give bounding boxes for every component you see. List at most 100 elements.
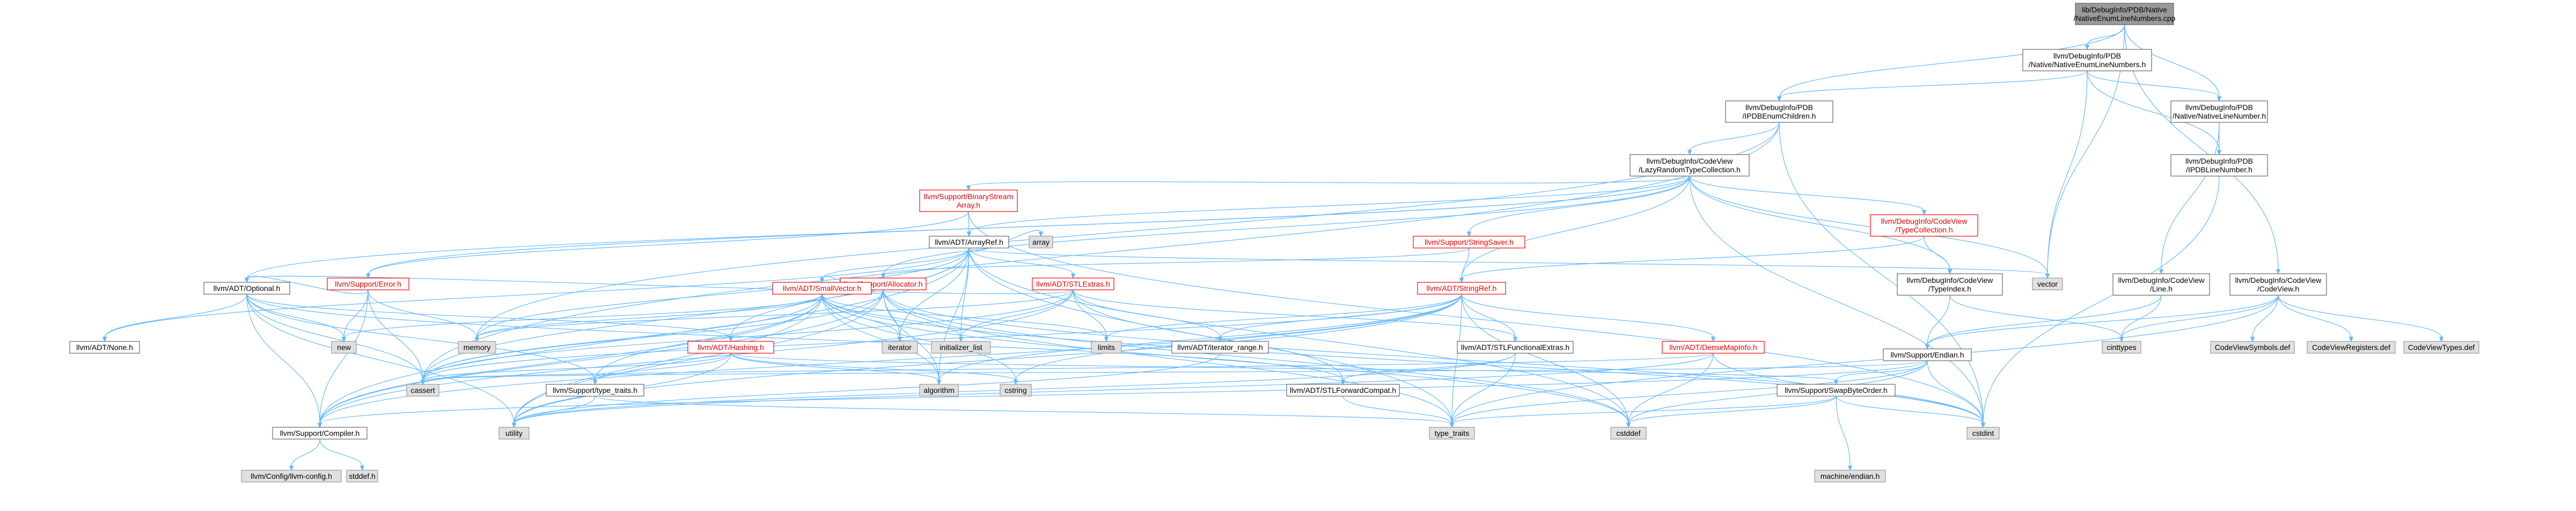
node-nelnh[interactable]: llvm/DebugInfo/PDB/Native/NativeEnumLine… xyxy=(2022,49,2152,71)
edge-lrtc-arrayref xyxy=(968,176,1690,233)
edge-arrow xyxy=(1449,422,1455,428)
edge-arrayref-smallvector xyxy=(821,247,970,279)
edge-stlfunc-stlforward xyxy=(1342,353,1516,381)
edge-smallvector-cstdint xyxy=(821,294,1984,424)
edge-endian-swapbyte xyxy=(1836,360,1928,381)
node-compiler[interactable]: llvm/Support/Compiler.h xyxy=(272,427,368,440)
node-typecoll[interactable]: llvm/DebugInfo/CodeView/TypeCollection.h xyxy=(1870,214,1978,237)
node-box xyxy=(1662,341,1765,354)
node-box xyxy=(1966,427,2000,440)
node-cvsym: CodeViewSymbols.def xyxy=(2210,341,2295,354)
node-error[interactable]: llvm/Support/Error.h xyxy=(327,278,409,290)
node-label: llvm/ADT/iterator_range.h xyxy=(1177,343,1263,352)
node-box xyxy=(1417,282,1506,295)
node-none[interactable]: llvm/ADT/None.h xyxy=(69,341,140,354)
edge-arrayref-vector xyxy=(968,247,2048,275)
node-densemapinfo[interactable]: llvm/ADT/DenseMapInfo.h xyxy=(1662,341,1765,354)
edge-arrow xyxy=(1038,231,1044,237)
node-box xyxy=(406,384,439,397)
node-lrtc[interactable]: llvm/DebugInfo/CodeView/LazyRandomTypeCo… xyxy=(1630,154,1750,177)
node-llvmconfig: llvm/Config/llvm-config.h xyxy=(241,470,342,483)
edge-arrow xyxy=(2439,337,2444,342)
node-iechild[interactable]: llvm/DebugInfo/PDB/IPDBEnumChildren.h xyxy=(1725,100,1833,123)
edge-arrow xyxy=(420,379,425,385)
node-box xyxy=(1029,236,1053,249)
edge-arrow xyxy=(1104,337,1109,342)
node-cvlineh[interactable]: llvm/DebugInfo/CodeView/Line.h xyxy=(2112,273,2210,296)
node-label: /Native/NativeLineNumber.h xyxy=(2173,112,2266,120)
node-stringsaver[interactable]: llvm/Support/StringSaver.h xyxy=(1413,236,1525,249)
edge-arrow xyxy=(819,278,825,283)
edge-swapbyte-cstdint xyxy=(1836,396,1984,424)
edge-smallvector-compiler xyxy=(319,294,823,424)
edge-stringref-iterrange xyxy=(1220,294,1462,338)
edge-arrow xyxy=(880,273,886,279)
edge-stringref-cstddef xyxy=(1461,294,1629,424)
node-box xyxy=(1897,273,2003,296)
node-box xyxy=(272,427,368,440)
edge-arrow xyxy=(2045,273,2050,279)
node-stringref[interactable]: llvm/ADT/StringRef.h xyxy=(1417,282,1506,295)
edge-iechild-memory xyxy=(476,122,1780,338)
edge-arrow xyxy=(1340,379,1346,385)
node-box xyxy=(931,341,991,354)
node-stlforward[interactable]: llvm/ADT/STLForwardCompat.h xyxy=(1286,384,1400,397)
edge-error-compiler xyxy=(319,289,369,424)
node-smallvector[interactable]: llvm/ADT/SmallVector.h xyxy=(772,282,872,295)
edge-error-cassert xyxy=(368,289,423,381)
edge-root-nlnh xyxy=(2124,24,2220,98)
node-endian[interactable]: llvm/Support/Endian.h xyxy=(1883,348,1972,361)
node-hashing[interactable]: llvm/ADT/Hashing.h xyxy=(687,341,774,354)
node-label: llvm/Support/Endian.h xyxy=(1891,351,1964,359)
node-stlfunc[interactable]: llvm/ADT/STLFunctionalExtras.h xyxy=(1457,341,1574,354)
edge-typecoll-stringref xyxy=(1461,236,1925,279)
node-ilnh[interactable]: llvm/DebugInfo/PDB/IPDBLineNumber.h xyxy=(2170,154,2268,177)
node-limits: limits xyxy=(1091,341,1122,354)
edge-stringref-compiler xyxy=(319,294,1462,424)
edge-stlextras-memory xyxy=(476,289,1074,338)
node-iterrange[interactable]: llvm/ADT/iterator_range.h xyxy=(1171,341,1269,354)
node-box xyxy=(2022,49,2152,71)
node-arrayref[interactable]: llvm/ADT/ArrayRef.h xyxy=(929,236,1009,249)
node-typetraits_llvm[interactable]: llvm/Support/type_traits.h xyxy=(546,384,644,397)
node-label: llvm/Config/llvm-config.h xyxy=(251,472,332,480)
node-box xyxy=(2170,100,2268,123)
node-codeviewh[interactable]: llvm/DebugInfo/CodeView/CodeView.h xyxy=(2229,273,2327,296)
edge-codeviewh-cvtypes xyxy=(2278,295,2442,338)
edge-error-new xyxy=(343,289,369,338)
node-vector: vector xyxy=(2032,278,2063,290)
node-box xyxy=(2307,341,2396,354)
edge-codeviewh-type_traits xyxy=(1451,295,2279,424)
edge-arrow xyxy=(936,379,942,385)
edge-densemapinfo-cassert xyxy=(422,353,1714,381)
node-typeindex[interactable]: llvm/DebugInfo/CodeView/TypeIndex.h xyxy=(1897,273,2003,296)
node-label: llvm/DebugInfo/PDB xyxy=(1745,103,1813,112)
node-label: llvm/ADT/Optional.h xyxy=(214,284,280,293)
node-label: llvm/ADT/STLExtras.h xyxy=(1036,280,1110,288)
node-swapbyte[interactable]: llvm/Support/SwapByteOrder.h xyxy=(1777,384,1896,397)
node-label: llvm/DebugInfo/PDB xyxy=(2185,157,2253,165)
edge-hashing-cstring xyxy=(730,353,1016,381)
edge-arrow xyxy=(2250,337,2255,342)
edge-lrtc-vector xyxy=(1689,176,2048,275)
edge-stringsaver-allocator xyxy=(883,247,1470,275)
node-box xyxy=(2403,341,2479,354)
node-label: llvm/DebugInfo/CodeView xyxy=(2235,276,2322,284)
edge-codeviewh-endian xyxy=(1927,295,2279,346)
node-nlnh[interactable]: llvm/DebugInfo/PDB/Native/NativeLineNumb… xyxy=(2170,100,2268,123)
node-optional[interactable]: llvm/ADT/Optional.h xyxy=(203,282,290,295)
edge-arrow xyxy=(289,465,294,471)
edge-root-iechild xyxy=(1779,24,2125,98)
edge-stringref-utility xyxy=(513,294,1462,424)
edge-optional-none xyxy=(104,294,247,338)
node-box xyxy=(929,236,1009,249)
edge-hashing-typetraits_llvm xyxy=(595,353,731,381)
edge-compiler-llvmconfig xyxy=(291,439,320,467)
node-box xyxy=(2170,154,2268,177)
node-box xyxy=(458,341,496,354)
node-cstring: cstring xyxy=(1000,384,1032,397)
edge-stringsaver-stringref xyxy=(1461,247,1470,279)
node-stlextras[interactable]: llvm/ADT/STLExtras.h xyxy=(1032,278,1114,290)
node-label: CodeViewRegisters.def xyxy=(2312,343,2390,352)
